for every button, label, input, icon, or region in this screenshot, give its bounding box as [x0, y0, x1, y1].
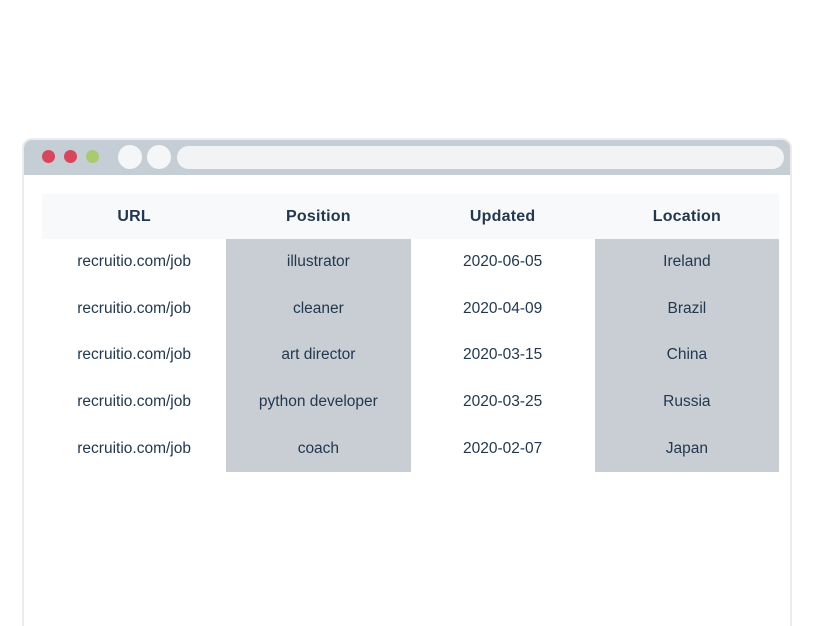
position-cell: coach: [226, 425, 411, 472]
column-header-location: Location: [652, 207, 721, 225]
updated-cell: 2020-03-15: [462, 346, 543, 364]
window-dot-green-icon[interactable]: [86, 150, 99, 163]
url-cell[interactable]: recruitio.com/job: [77, 439, 191, 457]
location-cell: Ireland: [594, 239, 779, 286]
address-bar-input[interactable]: [177, 146, 784, 169]
url-cell[interactable]: recruitio.com/job: [77, 346, 191, 364]
table-body: recruitio.com/job illustrator 2020-06-05…: [42, 239, 779, 472]
location-cell: Japan: [594, 425, 779, 472]
table-row: recruitio.com/job art director 2020-03-1…: [42, 332, 779, 379]
table-row: recruitio.com/job cleaner 2020-04-09 Bra…: [42, 285, 779, 333]
updated-cell: 2020-04-09: [462, 299, 543, 317]
url-cell[interactable]: recruitio.com/job: [77, 393, 191, 411]
updated-cell: 2020-06-05: [462, 253, 543, 271]
updated-cell: 2020-02-07: [462, 439, 543, 457]
updated-cell: 2020-03-25: [462, 393, 543, 411]
position-cell: art director: [226, 332, 411, 379]
column-header-updated: Updated: [469, 207, 536, 225]
browser-window: URL Position Updated Location recruitio.…: [22, 138, 792, 626]
jobs-table: URL Position Updated Location recruitio.…: [42, 194, 779, 472]
column-header-position: Position: [286, 207, 351, 225]
position-cell: cleaner: [226, 285, 411, 333]
position-cell: illustrator: [226, 239, 411, 286]
location-cell: Brazil: [594, 285, 779, 333]
url-cell[interactable]: recruitio.com/job: [77, 253, 191, 271]
nav-circle-1[interactable]: [118, 145, 142, 169]
url-cell[interactable]: recruitio.com/job: [77, 299, 191, 317]
table-row: recruitio.com/job coach 2020-02-07 Japan: [42, 425, 779, 472]
window-dot-red-2-icon[interactable]: [64, 150, 77, 163]
table-header-row: URL Position Updated Location: [42, 194, 779, 239]
table-row: recruitio.com/job illustrator 2020-06-05…: [42, 239, 779, 286]
window-dot-red-1-icon[interactable]: [42, 150, 55, 163]
nav-circle-2[interactable]: [147, 145, 171, 169]
table-row: recruitio.com/job python developer 2020-…: [42, 378, 779, 426]
location-cell: Russia: [594, 378, 779, 426]
browser-title-bar: [24, 140, 790, 175]
location-cell: China: [594, 332, 779, 379]
column-header-url: URL: [117, 207, 151, 225]
position-cell: python developer: [226, 378, 411, 426]
